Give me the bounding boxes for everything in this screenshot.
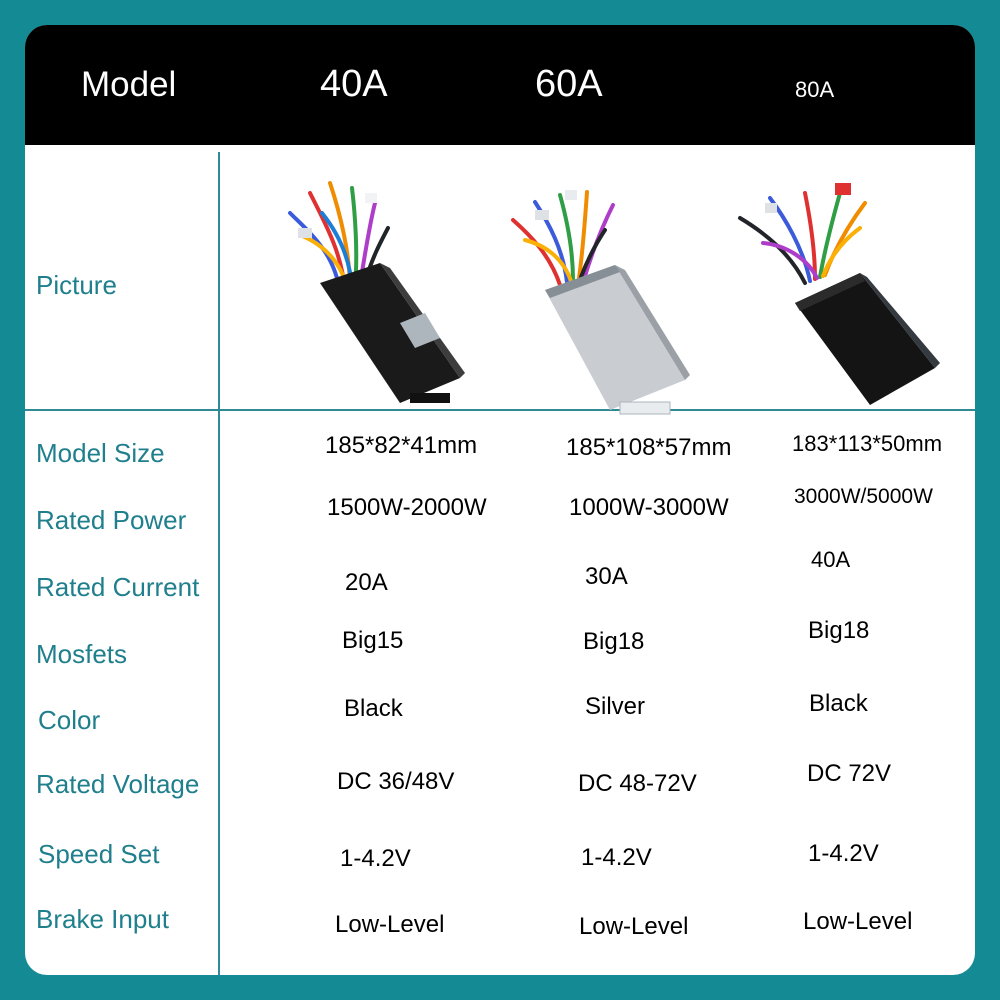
row-label-brake-input: Brake Input bbox=[36, 904, 169, 934]
cell-60a-brake-input: Low-Level bbox=[579, 913, 689, 940]
controller-60a-image bbox=[511, 190, 690, 415]
header-model-80a: 80A bbox=[795, 77, 835, 102]
cell-60a-rated-power: 1000W-3000W bbox=[569, 494, 729, 521]
cell-60a-rated-voltage: DC 48-72V bbox=[578, 770, 697, 797]
header-model-40a: 40A bbox=[320, 63, 388, 105]
row-label-model-size: Model Size bbox=[36, 438, 165, 468]
cell-40a-rated-power: 1500W-2000W bbox=[327, 494, 487, 521]
row-label-mosfets: Mosfets bbox=[36, 639, 128, 669]
row-label-rated-voltage: Rated Voltage bbox=[36, 769, 200, 799]
header-model-60a: 60A bbox=[535, 63, 603, 105]
cell-40a-rated-voltage: DC 36/48V bbox=[337, 768, 455, 795]
cell-80a-rated-current: 40A bbox=[811, 547, 851, 572]
cell-60a-model-size: 185*108*57mm bbox=[566, 434, 732, 461]
cell-60a-speed-set: 1-4.2V bbox=[581, 844, 652, 871]
row-label-picture: Picture bbox=[36, 270, 117, 300]
cell-80a-color: Black bbox=[809, 690, 868, 717]
controller-80a-image bbox=[738, 183, 940, 405]
row-label-color: Color bbox=[38, 705, 101, 735]
row-label-rated-power: Rated Power bbox=[36, 505, 187, 535]
table-header: Model 40A 60A 80A bbox=[25, 25, 975, 145]
cell-40a-brake-input: Low-Level bbox=[335, 911, 445, 938]
cell-60a-mosfets: Big18 bbox=[583, 628, 645, 655]
row-divider bbox=[25, 409, 975, 411]
cell-40a-model-size: 185*82*41mm bbox=[325, 432, 478, 459]
cell-80a-brake-input: Low-Level bbox=[803, 908, 913, 935]
column-divider bbox=[218, 152, 220, 975]
cell-40a-speed-set: 1-4.2V bbox=[340, 845, 411, 872]
header-model-label: Model bbox=[81, 65, 177, 104]
cell-80a-speed-set: 1-4.2V bbox=[808, 840, 879, 867]
cell-80a-mosfets: Big18 bbox=[808, 617, 870, 644]
cell-80a-rated-voltage: DC 72V bbox=[807, 760, 892, 787]
cell-40a-color: Black bbox=[344, 695, 403, 722]
cell-40a-mosfets: Big15 bbox=[342, 627, 404, 654]
cell-80a-rated-power: 3000W/5000W bbox=[794, 485, 933, 508]
row-label-speed-set: Speed Set bbox=[38, 839, 160, 869]
controller-40a-image bbox=[288, 181, 465, 403]
row-label-rated-current: Rated Current bbox=[36, 572, 200, 602]
spec-table-card: Model 40A 60A 80A Picture Model Size Rat… bbox=[25, 25, 975, 975]
cell-40a-rated-current: 20A bbox=[345, 569, 388, 596]
cell-60a-rated-current: 30A bbox=[585, 563, 628, 590]
cell-80a-model-size: 183*113*50mm bbox=[792, 431, 943, 456]
cell-60a-color: Silver bbox=[585, 693, 646, 720]
